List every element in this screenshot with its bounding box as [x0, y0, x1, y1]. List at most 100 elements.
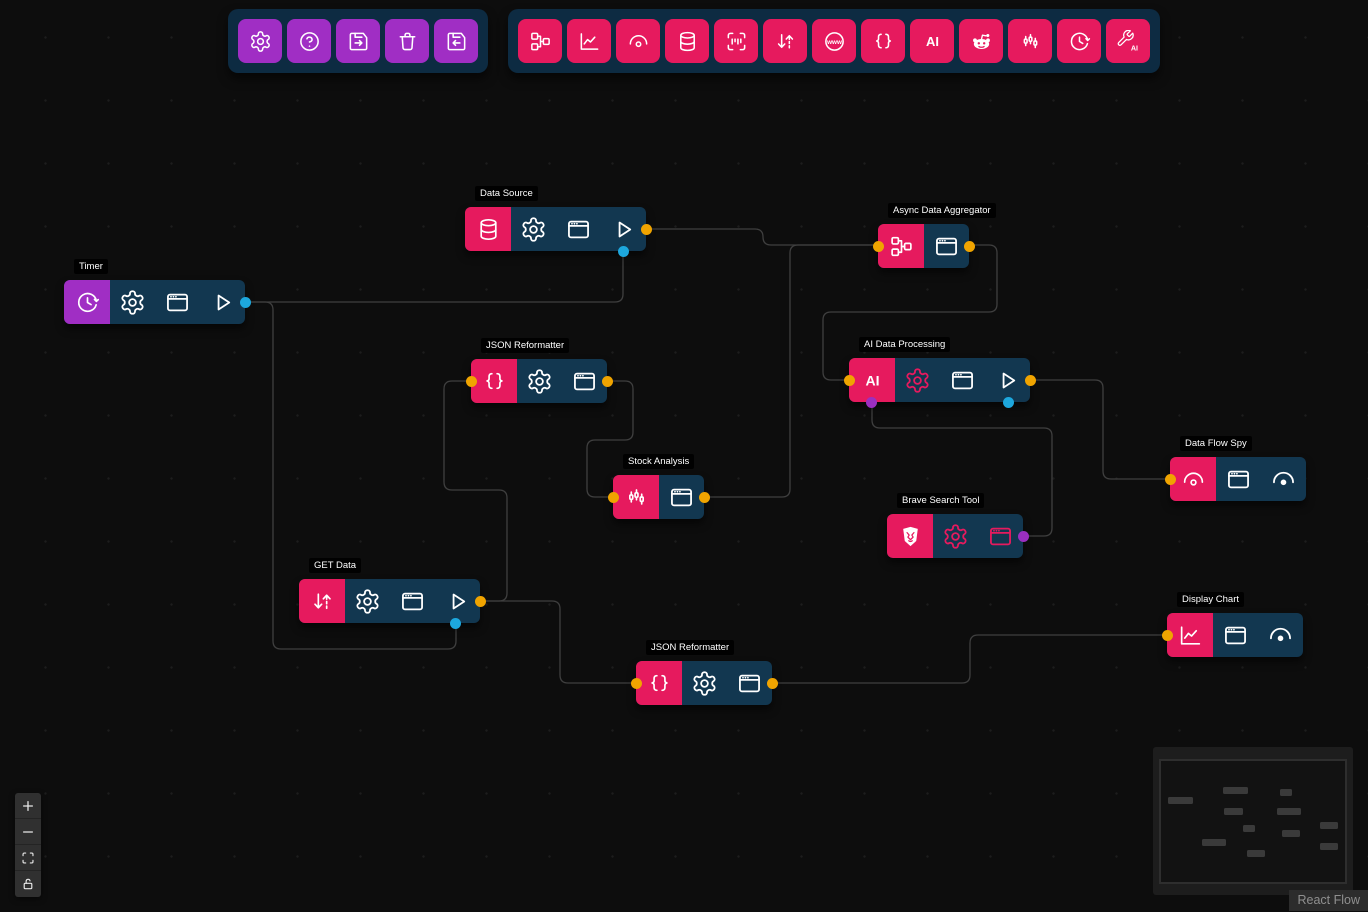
- edge-timer-to-data-source[interactable]: [245, 251, 624, 303]
- handle-right-amber[interactable]: [640, 223, 652, 235]
- node-type-icon-box[interactable]: [64, 280, 110, 324]
- add-get-data-node-button[interactable]: [763, 19, 807, 63]
- window-button[interactable]: [556, 207, 601, 251]
- node-type-icon-box[interactable]: [636, 661, 682, 705]
- play-button[interactable]: [601, 207, 646, 251]
- gear-button[interactable]: [682, 661, 727, 705]
- node-type-icon-box[interactable]: [1170, 457, 1216, 501]
- add-database-node-button[interactable]: [665, 19, 709, 63]
- node-type-icon-box[interactable]: [878, 224, 924, 268]
- eye-filled-button[interactable]: [1261, 457, 1306, 501]
- gear-button[interactable]: [895, 358, 940, 402]
- add-aggregator-node-button[interactable]: [518, 19, 562, 63]
- add-timer-node-button[interactable]: [1057, 19, 1101, 63]
- edge-json-reformatter-top-to-stock-analysis[interactable]: [586, 380, 634, 498]
- node-type-icon-box[interactable]: [471, 359, 517, 403]
- fit-view-button[interactable]: [15, 845, 41, 871]
- handle-right-cyan[interactable]: [239, 296, 251, 308]
- window-button[interactable]: [390, 579, 435, 623]
- handle-bottom-cyan[interactable]: [1002, 396, 1014, 408]
- node-stock-analysis[interactable]: Stock Analysis: [607, 454, 710, 519]
- node-display-chart[interactable]: Display Chart: [1161, 592, 1303, 657]
- handle-right-amber[interactable]: [601, 375, 613, 387]
- edge-async-aggregator-to-ai-processing[interactable]: [822, 244, 998, 381]
- edge-ai-processing-to-data-flow-spy[interactable]: [1030, 379, 1170, 480]
- add-ai-tool-node-button[interactable]: AI: [1106, 19, 1150, 63]
- handle-right-amber[interactable]: [474, 595, 486, 607]
- load-flow-button[interactable]: [336, 19, 380, 63]
- handle-left-amber[interactable]: [1164, 473, 1176, 485]
- play-button[interactable]: [200, 280, 245, 324]
- handle-bottom-cyan[interactable]: [450, 617, 462, 629]
- gear-button[interactable]: [110, 280, 155, 324]
- node-data-flow-spy[interactable]: Data Flow Spy: [1164, 436, 1306, 501]
- node-type-icon-box[interactable]: [465, 207, 511, 251]
- help-button[interactable]: [287, 19, 331, 63]
- edge-json-reformatter-bottom-to-display-chart[interactable]: [772, 634, 1167, 684]
- zoom-out-button[interactable]: [15, 819, 41, 845]
- add-stock-node-button[interactable]: [1008, 19, 1052, 63]
- node-data-source[interactable]: Data Source: [465, 186, 652, 257]
- handle-right-amber[interactable]: [766, 677, 778, 689]
- edge-timer-to-get-data[interactable]: [245, 301, 457, 650]
- zoom-in-button[interactable]: [15, 793, 41, 819]
- add-json-node-button[interactable]: [861, 19, 905, 63]
- lock-button[interactable]: [15, 871, 41, 897]
- node-type-icon-box[interactable]: [1167, 613, 1213, 657]
- gear-button[interactable]: [933, 514, 978, 558]
- window-button[interactable]: [562, 359, 607, 403]
- handle-bottom-violet[interactable]: [866, 396, 878, 408]
- handle-bottom-cyan[interactable]: [617, 245, 629, 257]
- handle-right-amber[interactable]: [1024, 374, 1036, 386]
- window-button[interactable]: [1216, 457, 1261, 501]
- node-get-data[interactable]: GET Data: [299, 558, 486, 629]
- window-button[interactable]: [727, 661, 772, 705]
- minimap[interactable]: [1153, 747, 1353, 895]
- node-type-icon-box[interactable]: AI: [849, 358, 895, 402]
- window-button[interactable]: [1213, 613, 1258, 657]
- handle-right-amber[interactable]: [698, 491, 710, 503]
- add-chart-node-button[interactable]: [567, 19, 611, 63]
- node-type-icon-box[interactable]: [613, 475, 659, 519]
- gear-button[interactable]: [511, 207, 556, 251]
- add-scanner-node-button[interactable]: [714, 19, 758, 63]
- play-button[interactable]: [435, 579, 480, 623]
- save-flow-button[interactable]: [434, 19, 478, 63]
- handle-left-amber[interactable]: [843, 374, 855, 386]
- clear-flow-button[interactable]: [385, 19, 429, 63]
- play-button[interactable]: [985, 358, 1030, 402]
- window-button[interactable]: [924, 224, 969, 268]
- node-json-reformatter-top[interactable]: JSON Reformatter: [465, 338, 613, 403]
- add-spy-node-button[interactable]: [616, 19, 660, 63]
- handle-left-amber[interactable]: [872, 240, 884, 252]
- node-async-aggregator[interactable]: Async Data Aggregator: [872, 203, 996, 268]
- handle-left-amber[interactable]: [607, 491, 619, 503]
- edge-brave-search-to-ai-processing[interactable]: [871, 402, 1053, 537]
- handle-left-amber[interactable]: [630, 677, 642, 689]
- node-json-reformatter-bottom[interactable]: JSON Reformatter: [630, 640, 778, 705]
- eye-filled-button[interactable]: [1258, 613, 1303, 657]
- gear-button[interactable]: [345, 579, 390, 623]
- handle-right-violet[interactable]: [1017, 530, 1029, 542]
- window-button[interactable]: [155, 280, 200, 324]
- gear-button[interactable]: [517, 359, 562, 403]
- window-button[interactable]: [940, 358, 985, 402]
- node-timer[interactable]: Timer: [64, 259, 251, 324]
- edge-get-data-to-json-reformatter-bottom[interactable]: [480, 600, 636, 684]
- window-button[interactable]: [659, 475, 704, 519]
- handle-left-amber[interactable]: [465, 375, 477, 387]
- window-button[interactable]: [978, 514, 1023, 558]
- handle-left-amber[interactable]: [1161, 629, 1173, 641]
- node-type-icon-box[interactable]: [299, 579, 345, 623]
- edge-data-source-to-async-aggregator[interactable]: [646, 228, 878, 246]
- add-web-node-button[interactable]: www: [812, 19, 856, 63]
- edge-stock-analysis-to-async-aggregator[interactable]: [704, 244, 878, 498]
- edge-get-data-to-json-reformatter-top[interactable]: [443, 380, 508, 602]
- handle-right-amber[interactable]: [963, 240, 975, 252]
- node-brave-search[interactable]: Brave Search Tool: [887, 493, 1029, 558]
- add-reddit-node-button[interactable]: [959, 19, 1003, 63]
- add-ai-node-button[interactable]: AI: [910, 19, 954, 63]
- node-type-icon-box[interactable]: [887, 514, 933, 558]
